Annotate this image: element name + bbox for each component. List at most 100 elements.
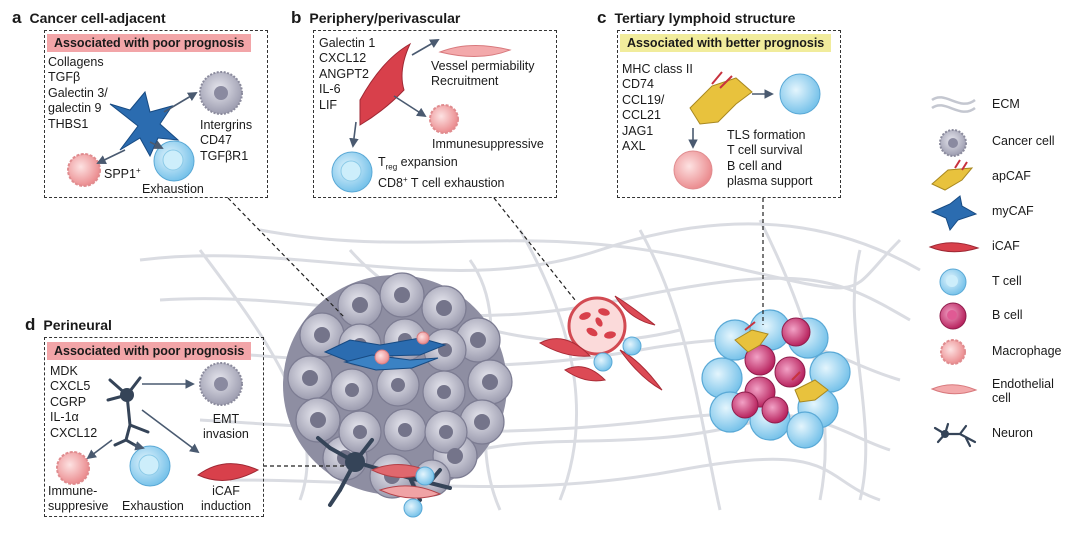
endothelial-cell-icon — [930, 374, 980, 400]
panel-d-emt-line: EMT — [212, 412, 240, 426]
panel-d-letter: d — [25, 315, 36, 334]
panel-c-outcome: TLS formation — [727, 128, 806, 142]
panel-b-vessel-list: Vessel permiability Recruitment — [431, 59, 535, 90]
panel-d-heading: d Perineural — [25, 315, 112, 335]
panel-d-immune-line: suppresive — [48, 499, 109, 514]
panel-c-heading: c Tertiary lymphoid structure — [597, 8, 795, 28]
panel-a-exhaustion-label: Exhaustion — [142, 182, 204, 196]
panel-a-factor: Collagens — [48, 55, 104, 69]
panel-b-title: Periphery/perivascular — [309, 10, 461, 26]
panel-b-factor: IL-6 — [319, 82, 341, 97]
panel-b-treg-label: Treg expansion — [378, 155, 458, 172]
panel-b-factor: Galectin 1 — [319, 36, 376, 50]
panel-d-immune-label: Immune- suppresive — [48, 484, 108, 515]
legend-label: Cancer cell — [992, 134, 1055, 148]
panel-b-box — [313, 30, 557, 198]
legend-item-cancer-cell: Cancer cell — [930, 130, 1080, 156]
panel-b-factor: ANGPT2 — [319, 66, 370, 81]
b-cell-icon — [930, 304, 980, 330]
panel-c-title: Tertiary lymphoid structure — [614, 10, 796, 26]
panel-a-heading: a Cancer cell-adjacent — [12, 8, 166, 28]
legend-label: ECM — [992, 97, 1020, 111]
panel-c-factor: AXL — [622, 139, 646, 154]
panel-c-factor-list: MHC class II CD74 CCL19/ CCL21 JAG1 AXL — [622, 62, 693, 154]
panel-b-vessel-line: Recruitment — [431, 74, 499, 89]
legend-item-ecm: ECM — [930, 93, 1080, 119]
ecm-icon — [930, 93, 980, 119]
legend-item-icaf: iCAF — [930, 235, 1080, 261]
panel-a-box — [44, 30, 268, 198]
panel-c-factor: CCL21 — [622, 108, 661, 123]
panel-a-receptor: Intergrins — [200, 118, 253, 132]
legend-label: apCAF — [992, 169, 1031, 183]
legend-item-endothelial-cell: Endothelial cell — [930, 374, 1080, 410]
legend-label: iCAF — [992, 239, 1020, 253]
panel-d-box — [44, 337, 264, 517]
legend-icons — [928, 96, 980, 448]
panel-d-immune-line: Immune- — [48, 484, 98, 498]
tumour-mass — [283, 272, 513, 518]
panel-a-factor: galectin 9 — [48, 101, 102, 116]
legend-label: T cell — [992, 274, 1022, 288]
panel-b-art — [331, 39, 512, 193]
panel-a-letter: a — [12, 8, 22, 27]
panel-b-vessel-line: Vessel permiability — [431, 59, 535, 73]
panel-b-factor: LIF — [319, 97, 338, 112]
macrophage-icon — [930, 340, 980, 366]
legend-label: Endothelial cell — [992, 377, 1054, 405]
panel-c-outcome-list: TLS formation T cell survival B cell and… — [727, 128, 812, 190]
icaf-icon — [930, 235, 980, 261]
panel-a-title: Cancer cell-adjacent — [29, 10, 166, 26]
panel-c-banner: Associated with better prognosis — [620, 34, 832, 52]
legend-label: myCAF — [992, 204, 1034, 218]
panel-c-factor: CD74 — [622, 77, 654, 92]
panel-a-factor-list: Collagens TGFβ Galectin 3/ galectin 9 TH… — [48, 55, 108, 132]
panel-c-factor: JAG1 — [622, 123, 654, 138]
panel-b-letter: b — [291, 8, 302, 27]
panel-b-cd8-label: CD8+ T cell exhaustion — [378, 175, 505, 191]
panel-a-art — [67, 71, 243, 187]
legend-item-neuron: Neuron — [930, 422, 1080, 448]
blood-vessel — [538, 295, 663, 391]
panel-d-factor-list: MDK CXCL5 CGRP IL-1α CXCL12 — [50, 364, 97, 441]
legend-label: B cell — [992, 308, 1023, 322]
panel-a-spp1-label: SPP1+ — [104, 166, 141, 182]
panel-d-icaf-line: induction — [201, 499, 252, 514]
panel-d-factor: IL-1α — [50, 410, 79, 425]
legend-item-t-cell: T cell — [930, 270, 1080, 296]
panel-d-title: Perineural — [43, 317, 112, 333]
panel-d-exhaustion-label: Exhaustion — [122, 499, 184, 513]
panel-b-immunosuppressive-label: Immunesuppressive — [432, 137, 544, 151]
panel-a-receptor: TGFβR1 — [200, 148, 249, 163]
neuron-icon — [930, 422, 980, 448]
legend-label: Macrophage — [992, 344, 1062, 358]
panel-c-letter: c — [597, 8, 607, 27]
tls-cluster — [701, 309, 851, 449]
legend-item-macrophage: Macrophage — [930, 340, 1080, 366]
panel-c-outcome: B cell and — [727, 158, 782, 173]
panel-c-factor: CCL19/ — [622, 92, 665, 107]
panel-c-art — [673, 71, 821, 190]
panel-c-outcome: plasma support — [727, 174, 813, 189]
panel-d-art — [56, 362, 260, 487]
panel-b-factor: CXCL12 — [319, 51, 367, 66]
panel-d-banner: Associated with poor prognosis — [47, 342, 252, 360]
panel-a-factor: TGFβ — [48, 70, 81, 85]
panel-b-factor-list: Galectin 1 CXCL12 ANGPT2 IL-6 LIF — [319, 36, 375, 113]
legend-label: Neuron — [992, 426, 1033, 440]
panel-b-heading: b Periphery/perivascular — [291, 8, 460, 28]
panel-d-icaf-line: iCAF — [212, 484, 240, 498]
panel-a-factor: Galectin 3/ — [48, 85, 108, 100]
legend-item-b-cell: B cell — [930, 304, 1080, 330]
legend-item-mycaf: myCAF — [930, 200, 1080, 226]
panel-c-factor: MHC class II — [622, 62, 693, 76]
panel-d-factor: CXCL5 — [50, 379, 91, 394]
panel-d-factor: MDK — [50, 364, 78, 378]
t-cell-icon — [930, 270, 980, 296]
panel-d-factor: CXCL12 — [50, 425, 98, 440]
panel-a-factor: THBS1 — [48, 116, 89, 131]
panel-a-receptor-list: Intergrins CD47 TGFβR1 — [200, 118, 252, 164]
panel-c-outcome: T cell survival — [727, 143, 803, 158]
mycaf-icon — [930, 200, 980, 226]
